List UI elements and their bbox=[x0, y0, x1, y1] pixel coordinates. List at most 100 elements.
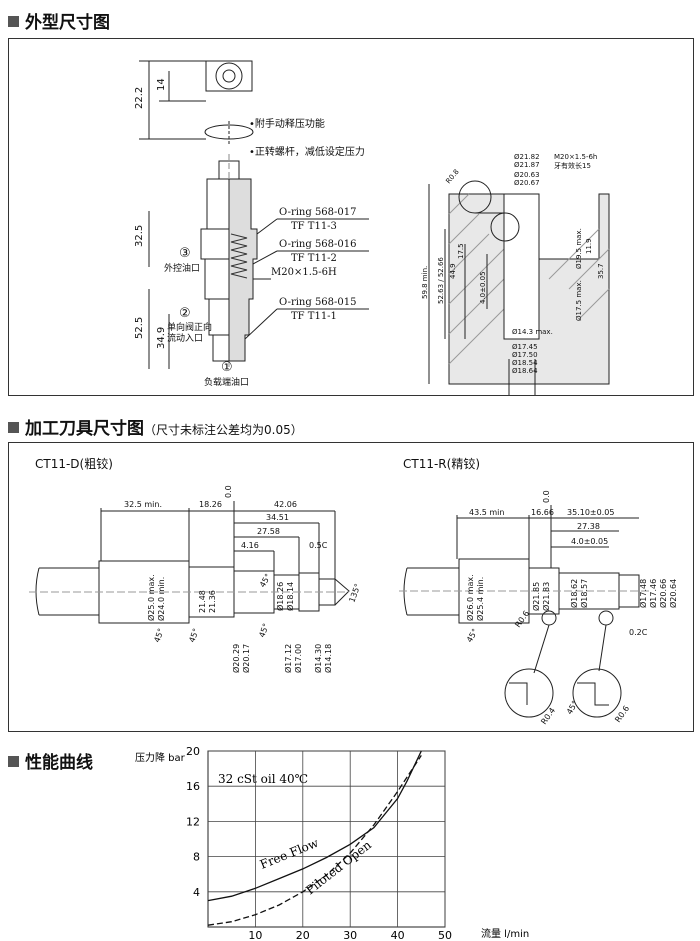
ct-d-angle-4: 45° bbox=[258, 572, 273, 589]
cavity-14-3: Ø14.3 max. bbox=[512, 328, 553, 336]
ct-d-17-00: Ø17.00 bbox=[293, 644, 303, 673]
chart-ylabel: 压力降 bar bbox=[135, 751, 186, 764]
ct-r-detail-2 bbox=[572, 668, 622, 718]
port-2-number: ② bbox=[179, 306, 191, 321]
port-3-label: 外控油口 bbox=[164, 262, 200, 274]
y-tick-label: 20 bbox=[186, 745, 200, 758]
ct-d-24-min: Ø24.0 min. bbox=[156, 577, 166, 621]
ct-r-21-83: Ø21.83 bbox=[541, 582, 551, 611]
note-manual-release: •附手动释压功能 bbox=[249, 117, 325, 130]
port-3-number: ③ bbox=[179, 246, 191, 261]
chart-annotation: 32 cSt oil 40℃ bbox=[218, 772, 308, 786]
ct-d-21-36: 21.36 bbox=[208, 590, 217, 613]
tooling-drawing: 32.5 min. 18.26 0.0 42.06 34.51 27.58 4.… bbox=[29, 485, 678, 726]
tf-t11-1-label: TF T11-1 bbox=[291, 311, 337, 322]
section-square-icon bbox=[8, 16, 19, 27]
cavity-35-7: 35.7 bbox=[597, 263, 605, 279]
y-tick-label: 16 bbox=[186, 780, 200, 793]
cavity-d-20-63: Ø20.63 bbox=[514, 171, 540, 179]
section-square-icon bbox=[8, 756, 19, 767]
x-tick-label: 10 bbox=[248, 929, 262, 941]
ct-r-dim-27-38: 27.38 bbox=[577, 522, 600, 531]
cavity-18-54: Ø18.54 bbox=[512, 359, 538, 367]
ct-r-18-57: Ø18.57 bbox=[579, 579, 589, 608]
ct-d-dim-0-5c: 0.5C bbox=[309, 541, 328, 550]
cavity-d-21-82: Ø21.82 bbox=[514, 153, 540, 161]
ct-r-dim-43-5: 43.5 min bbox=[469, 508, 504, 517]
ct-r-dim-16-66: 16.66 bbox=[531, 508, 554, 517]
x-tick-label: 50 bbox=[438, 929, 452, 941]
ct-d-21-48: 21.48 bbox=[198, 590, 207, 613]
ct-d-angle-3: 45° bbox=[257, 622, 270, 638]
ct-d-angle-135: 135° bbox=[347, 582, 362, 603]
dim-22-2: 22.2 bbox=[134, 87, 145, 109]
chart-grid bbox=[207, 750, 446, 928]
port-1-number: ① bbox=[221, 360, 233, 375]
x-tick-label: 40 bbox=[391, 929, 405, 941]
ct-d-title: CT11-D(粗铰) bbox=[35, 457, 113, 471]
ct-r-26-max: Ø26.0 max. bbox=[465, 574, 475, 621]
ct-d-25-max: Ø25.0 max. bbox=[146, 574, 156, 621]
ct-d-dim-0-0: 0.0 bbox=[224, 485, 233, 498]
ct-r-0-2c: 0.2C bbox=[629, 628, 648, 637]
ct-r-45deg: 45° bbox=[465, 627, 480, 644]
ct-r-17-48: Ø17.48 bbox=[638, 579, 648, 608]
tooling-note: （尺寸未标注公差均为0.05） bbox=[144, 423, 303, 437]
ct-r-r0-6: R0.6 bbox=[513, 609, 531, 629]
series-piloted-open-line bbox=[207, 755, 422, 926]
y-tick-label: 4 bbox=[193, 886, 200, 899]
series-free-flow-line bbox=[207, 750, 422, 902]
outline-panel: 22.2 14 32.5 52.5 34.9 •附手动释压功能 •正转螺杆，减低… bbox=[8, 38, 694, 404]
ct-d-dim-32-5: 32.5 min. bbox=[124, 500, 162, 509]
ct-r-18-62: Ø18.62 bbox=[569, 579, 579, 608]
cavity-11-9: 11.9 bbox=[585, 238, 593, 254]
performance-section-title: 性能曲线 bbox=[8, 748, 93, 773]
y-tick-label: 12 bbox=[186, 815, 200, 828]
x-tick-label: 20 bbox=[296, 929, 310, 941]
cavity-thread: M20×1.5-6h bbox=[554, 153, 597, 161]
ct-r-20-64: Ø20.64 bbox=[668, 579, 678, 608]
ct-d-17-12: Ø17.12 bbox=[283, 644, 293, 673]
dim-52-5: 52.5 bbox=[134, 317, 145, 339]
tooling-panel: CT11-D(粗铰) CT11-R(精铰) 32.5 min. 18.26 bbox=[8, 442, 694, 732]
dim-34-9: 34.9 bbox=[156, 327, 167, 349]
ct-d-20-29: Ø20.29 bbox=[231, 644, 241, 673]
ct-d-14-30: Ø14.30 bbox=[313, 644, 323, 673]
cavity-thread-note: 牙有效长15 bbox=[554, 161, 591, 170]
ct-r-title: CT11-R(精铰) bbox=[403, 457, 481, 471]
ct-d-18-14: Ø18.14 bbox=[285, 582, 295, 611]
ct-d-20-17: Ø20.17 bbox=[241, 644, 251, 673]
cavity-52-63: 52.63 / 52.66 bbox=[437, 257, 445, 304]
port-2-label: 单向阀正向 bbox=[167, 321, 212, 333]
section-square-icon bbox=[8, 422, 19, 433]
ct-r-r0-4: R0.4 bbox=[539, 706, 557, 726]
cavity-17-50: Ø17.50 bbox=[512, 351, 538, 359]
ct-r-dim-0-0: 0.0 bbox=[542, 490, 551, 503]
tf-t11-3-label: TF T11-3 bbox=[291, 221, 337, 232]
ct-d-dim-4-16: 4.16 bbox=[241, 541, 259, 550]
ct-d-dim-34-51: 34.51 bbox=[266, 513, 289, 522]
cavity-18-64: Ø18.64 bbox=[512, 367, 538, 375]
ct-r-17-46: Ø17.46 bbox=[648, 579, 658, 608]
cavity-44-9: 44.9 bbox=[449, 263, 457, 279]
dim-32-5: 32.5 bbox=[134, 225, 145, 247]
oring-016-label: O-ring 568-016 bbox=[279, 239, 357, 250]
thread-label: M20×1.5-6H bbox=[271, 267, 337, 278]
outline-drawing: 22.2 14 32.5 52.5 34.9 •附手动释压功能 •正转螺杆，减低… bbox=[134, 60, 610, 404]
ct-r-dim-35-10: 35.10±0.05 bbox=[567, 508, 614, 517]
chart-xlabel: 流量 l/min bbox=[481, 927, 529, 940]
x-tick-label: 30 bbox=[343, 929, 357, 941]
cavity-r0-8: R0.8 bbox=[444, 168, 460, 185]
oring-017-label: O-ring 568-017 bbox=[279, 207, 357, 218]
note-clockwise: •正转螺杆，减低设定压力 bbox=[249, 145, 365, 158]
oring-015-label: O-ring 568-015 bbox=[279, 297, 357, 308]
tooling-section-title: 加工刀具尺寸图（尺寸未标注公差均为0.05） bbox=[8, 414, 303, 439]
cavity-59-8: 59.8 min. bbox=[421, 266, 429, 299]
cavity-d-20-67: Ø20.67 bbox=[514, 179, 540, 187]
chart-lines bbox=[207, 750, 422, 926]
cavity-17-5-max: Ø17.5 max. bbox=[575, 280, 583, 321]
cavity-4-0: 4.0±0.05 bbox=[479, 271, 487, 304]
ct-r-20-66: Ø20.66 bbox=[658, 579, 668, 608]
tf-t11-2-label: TF T11-2 bbox=[291, 253, 337, 264]
